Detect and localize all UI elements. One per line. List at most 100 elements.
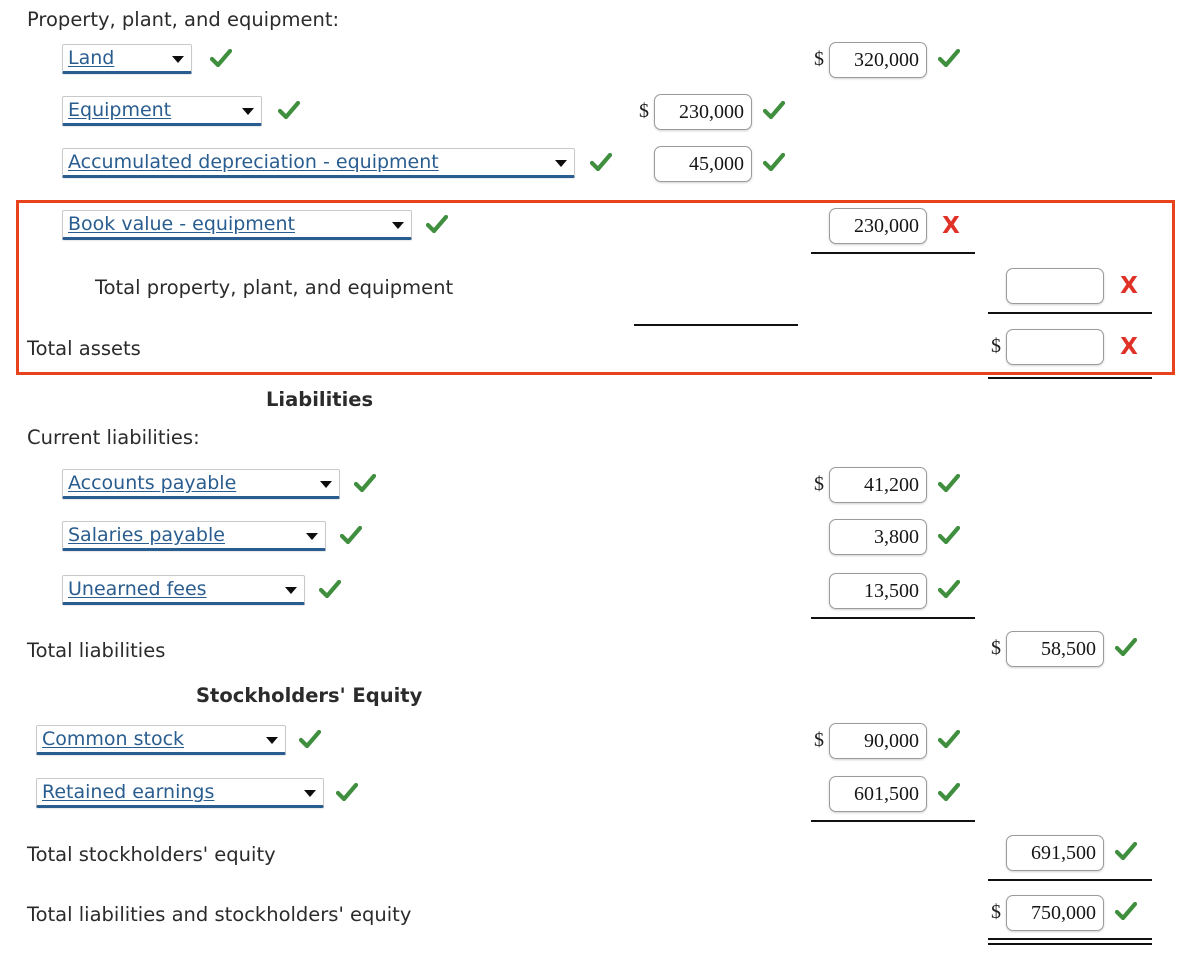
status-cross-icon: X [1120,273,1138,299]
amount-field-salaries-payable[interactable]: 3,800 [829,519,927,555]
subtotal-rule [811,252,975,254]
amount-value: 45,000 [654,146,752,182]
currency-symbol: $ [991,335,1001,357]
section-heading-liabilities: Liabilities [266,388,374,411]
amount-value: 691,500 [1006,835,1104,871]
dropdown-unearned-fees[interactable]: Unearned fees [62,575,305,605]
status-check-icon [297,723,323,759]
amount-value: 3,800 [829,519,927,555]
currency-symbol: $ [991,901,1001,923]
dropdown-common-stock-label: Common stock [42,728,185,750]
amount-value: 41,200 [829,467,927,503]
chevron-down-icon [266,737,278,744]
status-check-icon [936,467,962,503]
subtotal-rule [811,617,975,619]
row-unearned-fees: Unearned fees 13,500 [0,567,1198,619]
chevron-down-icon [306,533,318,540]
amount-field-total-ppe[interactable] [1006,268,1104,304]
amount-value: 90,000 [829,723,927,759]
status-check-icon [936,723,962,759]
dropdown-accumulated-depreciation[interactable]: Accumulated depreciation - equipment [62,148,575,178]
row-label-total-ppe: Total property, plant, and equipment [95,276,454,299]
status-check-icon [936,573,962,609]
status-check-icon [936,519,962,555]
chevron-down-icon [172,56,184,63]
amount-field-total-liabilities[interactable]: 58,500 [1006,631,1104,667]
dropdown-accounts-payable-label: Accounts payable [68,472,237,494]
row-liabilities-heading: Liabilities [0,374,1198,426]
row-land: Land $ 320,000 [0,36,1198,88]
amount-field-total-liabilities-and-equity[interactable]: 750,000 [1006,895,1104,931]
amount-value: 58,500 [1006,631,1104,667]
status-cross-icon: X [1120,334,1138,360]
status-check-icon [761,94,787,130]
status-check-icon [334,776,360,812]
dropdown-accounts-payable[interactable]: Accounts payable [62,469,340,499]
section-heading-ppe: Property, plant, and equipment: [27,8,340,31]
row-label-total-liabilities-and-equity: Total liabilities and stockholders' equi… [27,903,412,926]
amount-field-accounts-payable[interactable]: 41,200 [829,467,927,503]
row-label-total-stockholders-equity: Total stockholders' equity [27,843,276,866]
dropdown-salaries-payable-label: Salaries payable [68,524,225,546]
amount-field-total-stockholders-equity[interactable]: 691,500 [1006,835,1104,871]
amount-field-common-stock[interactable]: 90,000 [829,723,927,759]
subtotal-rule [988,312,1152,314]
row-total-assets: Total assets $ X [0,323,1198,379]
section-heading-stockholders-equity: Stockholders' Equity [196,684,423,707]
amount-value: 750,000 [1006,895,1104,931]
amount-field-retained-earnings[interactable]: 601,500 [829,776,927,812]
amount-value: 230,000 [654,94,752,130]
currency-symbol: $ [639,100,649,122]
currency-symbol: $ [814,48,824,70]
status-check-icon [276,94,302,130]
amount-field-equipment[interactable]: 230,000 [654,94,752,130]
row-equipment: Equipment $ 230,000 [0,88,1198,140]
dropdown-equipment[interactable]: Equipment [62,96,262,126]
chevron-down-icon [304,790,316,797]
row-total-liabilities: Total liabilities $ 58,500 [0,625,1198,677]
currency-symbol: $ [814,473,824,495]
amount-field-accumulated-depreciation[interactable]: 45,000 [654,146,752,182]
row-accounts-payable: Accounts payable $ 41,200 [0,461,1198,513]
status-check-icon [588,146,614,182]
status-check-icon [936,42,962,78]
row-common-stock: Common stock $ 90,000 [0,717,1198,769]
status-cross-icon: X [942,213,960,239]
status-check-icon [208,42,234,78]
dropdown-book-value-label: Book value - equipment [68,213,295,235]
chevron-down-icon [320,481,332,488]
status-check-icon [338,519,364,555]
dropdown-retained-earnings-label: Retained earnings [42,781,215,803]
row-total-liabilities-and-equity: Total liabilities and stockholders' equi… [0,889,1198,945]
row-current-liabilities-heading: Current liabilities: [0,412,1198,464]
dropdown-equipment-label: Equipment [68,99,172,121]
currency-symbol: $ [991,637,1001,659]
dropdown-common-stock[interactable]: Common stock [36,725,286,755]
amount-field-book-value[interactable]: 230,000 [829,208,927,244]
amount-value [1006,268,1104,304]
dropdown-land[interactable]: Land [62,44,192,74]
dropdown-salaries-payable[interactable]: Salaries payable [62,521,326,551]
status-check-icon [761,146,787,182]
row-salaries-payable: Salaries payable 3,800 [0,513,1198,565]
row-book-value: Book value - equipment 230,000 X [0,202,1198,254]
dropdown-unearned-fees-label: Unearned fees [68,578,207,600]
amount-value: 13,500 [829,573,927,609]
dropdown-land-label: Land [68,47,115,69]
amount-field-total-assets[interactable] [1006,329,1104,365]
row-total-stockholders-equity: Total stockholders' equity 691,500 [0,829,1198,881]
amount-field-land[interactable]: 320,000 [829,42,927,78]
total-rule-double [988,938,1152,945]
subtotal-rule [634,324,798,326]
chevron-down-icon [555,160,567,167]
amount-field-unearned-fees[interactable]: 13,500 [829,573,927,609]
dropdown-accumulated-depreciation-label: Accumulated depreciation - equipment [68,151,439,173]
status-check-icon [317,573,343,609]
dropdown-book-value[interactable]: Book value - equipment [62,210,412,240]
amount-value: 320,000 [829,42,927,78]
chevron-down-icon [392,222,404,229]
dropdown-retained-earnings[interactable]: Retained earnings [36,778,324,808]
row-label-total-liabilities: Total liabilities [27,639,166,662]
currency-symbol: $ [814,729,824,751]
